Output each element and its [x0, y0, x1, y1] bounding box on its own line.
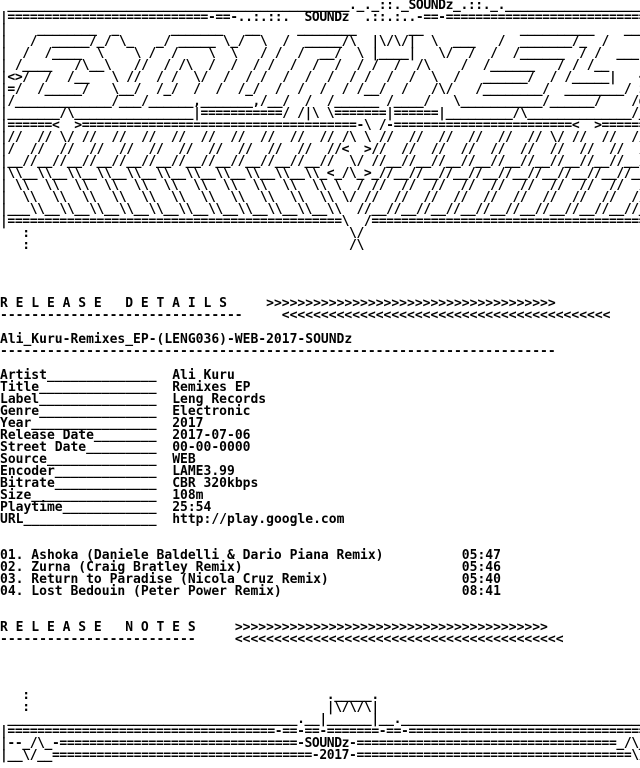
info-value-street-date: 00-00-0000	[172, 440, 251, 455]
info-key-encoder: Encoder_____________	[0, 464, 157, 479]
info-value-label: Leng Records	[172, 392, 267, 407]
info-key-url: URL_________________	[0, 512, 157, 527]
track-time-2: 05:46	[461, 560, 501, 575]
info-key-genre: Genre_______________	[0, 404, 157, 419]
details-section-title: R E L E A S E D E T A I L S	[0, 296, 227, 311]
info-value-size: 108m	[172, 488, 204, 503]
track-title-2: 02. Zurna (Craig Bratley Remix)	[0, 560, 243, 575]
footer-ascii-art: : ._____. : : |\/\/\| : ________________…	[0, 688, 640, 763]
soundz-ascii-logo: ________________________________________…	[0, 0, 640, 253]
info-key-year: Year________________	[0, 416, 157, 431]
info-value-release-date: 2017-07-06	[172, 428, 251, 443]
notes-arrows-left: <<<<<<<<<<<<<<<<<<<<<<<<<<<<<<<<<<<<<<<<…	[234, 632, 564, 647]
notes-arrows-right: >>>>>>>>>>>>>>>>>>>>>>>>>>>>>>>>>>>>>>>>	[234, 620, 548, 635]
notes-section-underline: -------------------------	[0, 632, 196, 647]
details-arrows-right: >>>>>>>>>>>>>>>>>>>>>>>>>>>>>>>>>>>>>	[266, 296, 556, 311]
info-value-source: WEB	[172, 452, 196, 467]
info-value-encoder: LAME3.99	[172, 464, 235, 479]
release-name: Ali_Kuru-Remixes_EP-(LENG036)-WEB-2017-S…	[0, 332, 353, 347]
info-value-artist: Ali Kuru	[172, 368, 235, 383]
info-value-title: Remixes EP	[172, 380, 251, 395]
info-key-playtime: Playtime____________	[0, 500, 157, 515]
nfo-body: R E L E A S E D E T A I L S >>>>>>>>>>>>…	[0, 296, 611, 647]
info-value-year: 2017	[172, 416, 204, 431]
details-section-underline: -------------------------------	[0, 308, 243, 323]
info-value-genre: Electronic	[172, 404, 251, 419]
info-key-size: Size________________	[0, 488, 157, 503]
track-time-1: 05:47	[461, 548, 501, 563]
track-title-1: 01. Ashoka (Daniele Baldelli & Dario Pia…	[0, 548, 384, 563]
info-key-artist: Artist______________	[0, 368, 157, 383]
info-value-bitrate: CBR 320kbps	[172, 476, 259, 491]
track-time-3: 05:40	[461, 572, 501, 587]
info-value-url[interactable]: http://play.google.com	[172, 512, 345, 527]
info-key-title: Title_______________	[0, 380, 157, 395]
info-key-source: Source______________	[0, 452, 157, 467]
track-title-3: 03. Return to Paradise (Nicola Cruz Remi…	[0, 572, 329, 587]
info-key-release-date: Release Date________	[0, 428, 157, 443]
track-title-4: 04. Lost Bedouin (Peter Power Remix)	[0, 584, 282, 599]
track-time-4: 08:41	[461, 584, 501, 599]
info-key-label: Label_______________	[0, 392, 157, 407]
release-name-rule: ----------------------------------------…	[0, 344, 556, 359]
info-value-playtime: 25:54	[172, 500, 212, 515]
info-key-street-date: Street Date_________	[0, 440, 157, 455]
details-arrows-left: <<<<<<<<<<<<<<<<<<<<<<<<<<<<<<<<<<<<<<<<…	[281, 308, 611, 323]
info-key-bitrate: Bitrate_____________	[0, 476, 157, 491]
notes-section-title: R E L E A S E N O T E S	[0, 620, 196, 635]
